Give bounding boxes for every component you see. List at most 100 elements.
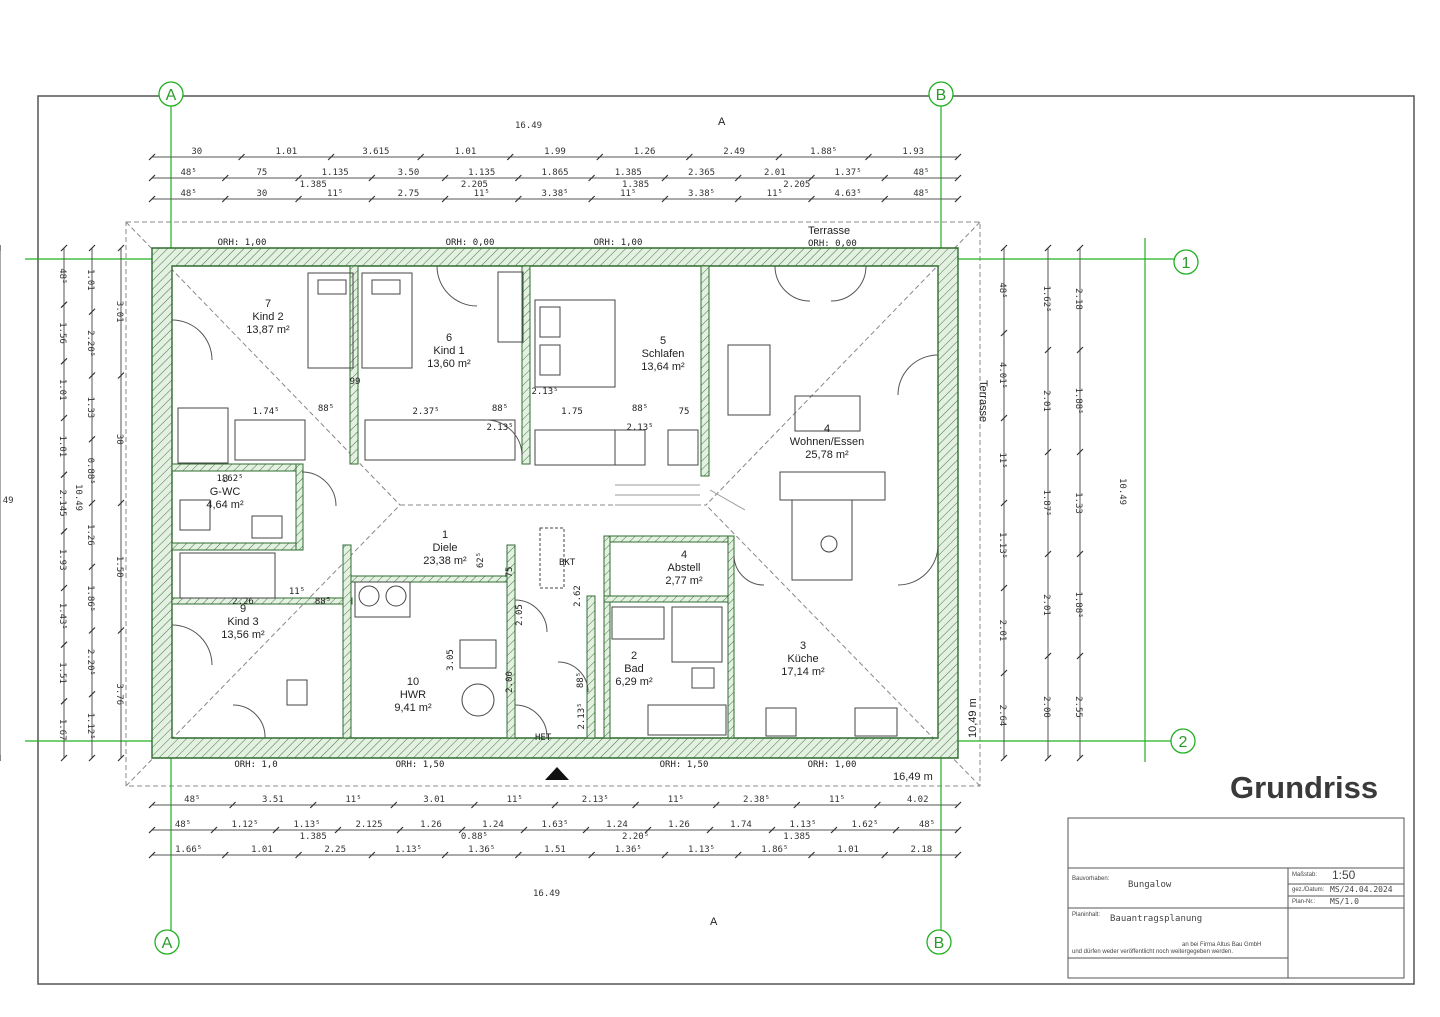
dimension-value: 1.26: [420, 820, 442, 830]
dimension-value: 1.67: [57, 719, 67, 741]
window-sill-height: ORH: 1,0: [234, 760, 277, 770]
dimension-value: 1.01: [455, 147, 477, 157]
interior-dimension: 88⁵: [492, 404, 508, 414]
room-area: 6,29 m²: [615, 676, 653, 688]
section-mark-bottom: A: [710, 916, 718, 928]
axis-label: A: [166, 87, 177, 104]
exterior-walls: [151, 247, 959, 759]
room-area: 13,60 m²: [427, 358, 471, 370]
dimension-value: 1.86⁵: [85, 585, 95, 612]
dimension-value: 1.99: [544, 147, 566, 157]
dimension-value: 11⁵: [507, 795, 523, 805]
interior-dimension: 2.13⁵: [486, 423, 513, 433]
dimension-value: 1.01: [57, 435, 67, 457]
room-area: 2,77 m²: [665, 575, 703, 587]
dimension-value: 1.62⁵: [1041, 285, 1051, 312]
dimension-value: 1.51: [57, 662, 67, 684]
dimension-value: 1.135: [468, 168, 495, 178]
room-number: 4: [824, 423, 830, 435]
room-number: 3: [800, 640, 806, 652]
dimension-value: 1.865: [541, 168, 568, 178]
dimension-value: 1.385: [615, 168, 642, 178]
interior-dimension: 2.13⁵: [577, 702, 587, 729]
dimension-value: 1.74: [730, 820, 752, 830]
dimension-chains-left: 48⁵1.561.011.012.1451.931.43⁵1.511.671.0…: [57, 244, 125, 762]
interior-dimension: 1.74⁵: [252, 407, 279, 417]
dimension-value: 1.33: [85, 397, 95, 419]
room-name: G-WC: [210, 486, 241, 498]
dimension-value: 1.93: [902, 147, 924, 157]
dimension-value: 48⁵: [181, 189, 197, 199]
dimension-value: 11⁵: [767, 189, 783, 199]
dimension-value: 1.37⁵: [835, 168, 862, 178]
dimension-sub-value: 1.385: [300, 180, 327, 190]
room-name: Diele: [432, 542, 457, 554]
tb-scale-label: Maßstab:: [1292, 872, 1318, 878]
dimension-value: 1.56: [57, 322, 67, 344]
dimension-value: 1.51: [544, 845, 566, 855]
dimension-value: 1.50: [114, 556, 124, 578]
dimension-value: 4.01⁵: [997, 362, 1007, 389]
dimension-sub-value: 0.88⁵: [461, 832, 488, 842]
sheet-frame: [37, 95, 1415, 985]
dimension-value: 2.75: [398, 189, 420, 199]
room-name: HWR: [400, 689, 426, 701]
dimension-value: 48⁵: [919, 820, 935, 830]
dimension-value: 3.01: [114, 301, 124, 323]
dimension-value: 48⁵: [175, 820, 191, 830]
room-name: Kind 3: [227, 616, 258, 628]
dimension-value: 2.18: [911, 845, 933, 855]
room-area: 9,41 m²: [394, 702, 432, 714]
dimension-value: 2.365: [688, 168, 715, 178]
dimension-value: 1.66⁵: [175, 845, 202, 855]
axis-label: B: [934, 935, 945, 952]
dimension-value: 1.01: [275, 147, 297, 157]
window-sill-height: ORH: 1,00: [808, 760, 857, 770]
dimension-sub-value: 1.385: [300, 832, 327, 842]
room-area: 25,78 m²: [805, 449, 849, 461]
dimension-value: 1.01: [251, 845, 273, 855]
interior-dimension: 1.62⁵: [216, 474, 243, 484]
terrace-right-label: Terrasse: [977, 380, 989, 422]
dimension-value: 2.01: [1041, 390, 1051, 412]
dimension-value: 1.63⁵: [541, 820, 568, 830]
dimension-value: 48⁵: [57, 268, 67, 284]
dimension-value: 1.13⁵: [997, 532, 1007, 559]
axis-a-top: A: [158, 81, 184, 107]
het-label: HET: [535, 733, 552, 743]
axis-label: B: [936, 87, 947, 104]
room-number: 1: [442, 529, 448, 541]
dimension-value: 2.00: [1041, 696, 1051, 718]
interior-dimension: 2.00: [505, 671, 515, 693]
interior-dimension: 2.62: [573, 585, 583, 607]
dimension-value: 2.25: [324, 845, 346, 855]
dimension-value: 1.24: [606, 820, 628, 830]
entrance-arrow: [545, 767, 569, 780]
interior-dimension: 1.75: [561, 407, 583, 417]
terrace-top-orh: ORH: 0,00: [808, 239, 857, 249]
dimension-value: 2.01: [997, 620, 1007, 642]
overall-width-top: 16.49: [515, 121, 542, 131]
axis-b-bottom: B: [926, 929, 952, 955]
dimension-value: 1.01: [85, 269, 95, 291]
room-area: 13,56 m²: [221, 629, 265, 641]
stairs-marker: [615, 484, 746, 511]
drawing-title: Grundriss: [1230, 770, 1379, 805]
dimension-value: 10.49: [0, 496, 14, 506]
room-number: 5: [660, 335, 666, 347]
room-number: 7: [265, 298, 271, 310]
dimension-sub-value: 2.205: [461, 180, 488, 190]
dimension-value: 3.51: [262, 795, 284, 805]
furniture: [177, 271, 898, 737]
dimension-value: 3.38⁵: [688, 189, 715, 199]
room-number: 10: [407, 676, 419, 688]
tb-plan-no: MS/1.0: [1330, 897, 1359, 906]
